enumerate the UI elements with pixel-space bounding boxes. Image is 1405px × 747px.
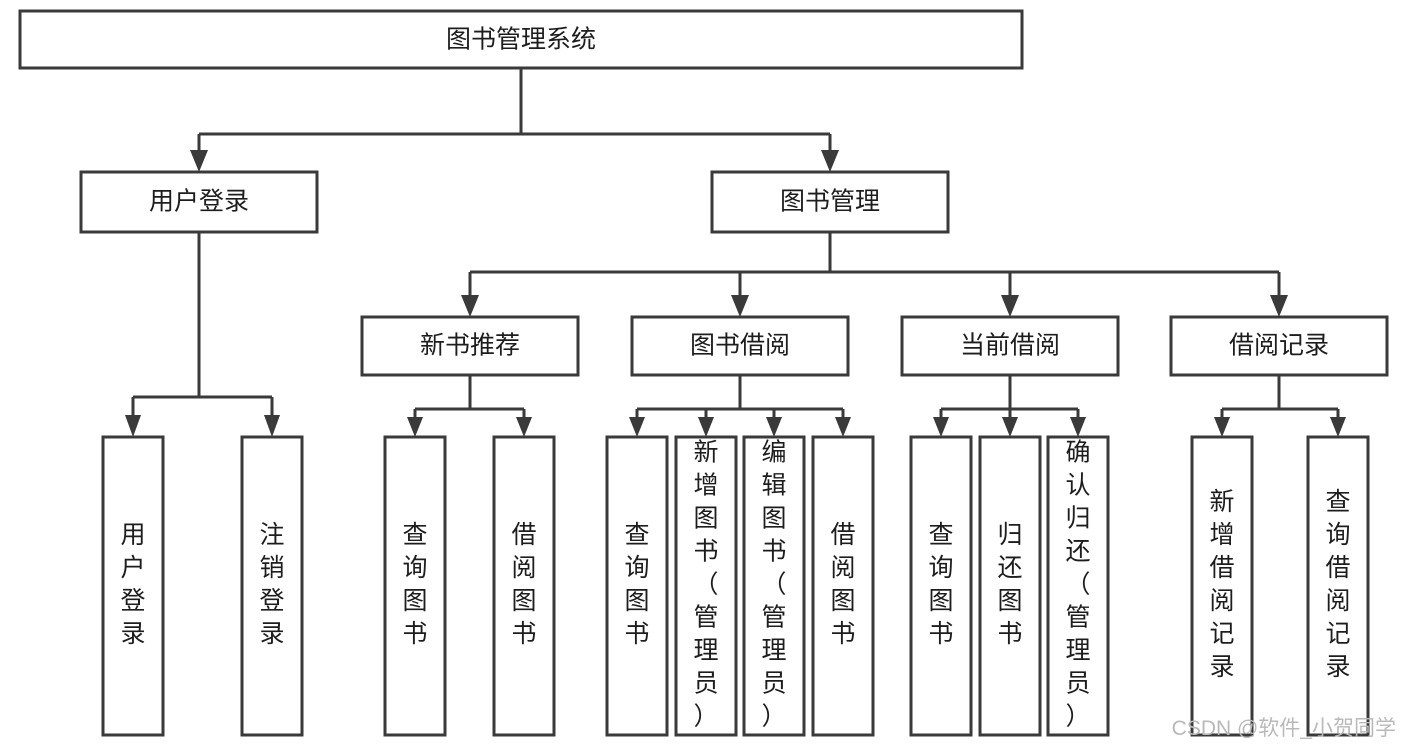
arrow-icon [1270, 295, 1288, 317]
node-box[interactable] [1190, 435, 1254, 737]
arrow-icon [461, 295, 479, 317]
connector-current-to-leaves [933, 375, 1086, 437]
arrow-icon [821, 150, 839, 172]
node-leaf-borrow-query[interactable]: 查询图书 [605, 435, 669, 737]
arrow-icon [933, 417, 949, 437]
connector-borrow-to-leaves [629, 375, 851, 437]
node-label-leaf: 查询图书 [624, 521, 649, 648]
node-label-leaf: 用户登录 [120, 521, 145, 648]
node-box[interactable] [360, 315, 580, 377]
arrow-icon [1001, 295, 1019, 317]
node-leaf-borrow-add[interactable]: 新增图书（管理员） [674, 435, 738, 737]
node-box[interactable] [630, 315, 850, 377]
connector-userlogin-to-leaves [125, 232, 280, 437]
node-borrow-record[interactable]: 借阅记录 [1169, 315, 1389, 377]
node-box[interactable] [710, 170, 950, 234]
connector-recommend-to-leaves [407, 375, 532, 437]
arrow-icon [190, 150, 208, 172]
node-label-leaf: 注销登录 [259, 521, 284, 648]
node-label-leaf: 归还图书 [997, 521, 1022, 648]
node-leaf-current-confirm[interactable]: 确认归还（管理员） [1046, 435, 1110, 737]
arrow-icon [1330, 417, 1346, 437]
node-leaf-recommend-borrow[interactable]: 借阅图书 [492, 435, 556, 737]
node-book-borrow[interactable]: 图书借阅 [630, 315, 850, 377]
node-user-login[interactable]: 用户登录 [79, 170, 319, 234]
node-leaf-user-login-logout[interactable]: 注销登录 [240, 435, 304, 737]
node-box[interactable] [1046, 435, 1110, 737]
node-label-book-management: 图书管理 [780, 188, 880, 216]
arrow-icon [835, 417, 851, 437]
arrow-icon [264, 415, 280, 437]
arrow-icon [407, 417, 423, 437]
node-label-leaf: 编辑图书（管理员） [761, 439, 786, 731]
node-box[interactable] [900, 315, 1120, 377]
node-label-new-book-recommend: 新书推荐 [420, 332, 520, 360]
node-current-borrow[interactable]: 当前借阅 [900, 315, 1120, 377]
node-box[interactable] [1306, 435, 1370, 737]
node-label-leaf: 确认归还（管理员） [1065, 439, 1090, 731]
node-label-leaf: 新增图书（管理员） [693, 439, 718, 731]
arrow-icon [516, 417, 532, 437]
node-box[interactable] [383, 435, 447, 737]
node-box[interactable] [18, 9, 1024, 70]
node-label-leaf: 查询图书 [402, 521, 427, 648]
connector-root-to-level2 [190, 68, 839, 172]
arrow-icon [766, 417, 782, 437]
arrow-icon [125, 415, 141, 437]
arrow-icon [629, 417, 645, 437]
node-box[interactable] [492, 435, 556, 737]
watermark-label: CSDN @软件_小贺同学 [1172, 717, 1396, 740]
connector-record-to-leaves [1214, 375, 1346, 437]
node-leaf-borrow-edit[interactable]: 编辑图书（管理员） [742, 435, 806, 737]
node-leaf-recommend-query[interactable]: 查询图书 [383, 435, 447, 737]
arrow-icon [1070, 417, 1086, 437]
node-box[interactable] [742, 435, 806, 737]
node-box[interactable] [79, 170, 319, 234]
node-label-borrow-record: 借阅记录 [1229, 332, 1329, 360]
node-box[interactable] [811, 435, 875, 737]
node-box[interactable] [909, 435, 973, 737]
node-label-user-login: 用户登录 [149, 188, 249, 216]
connector-books-to-level3 [461, 232, 1288, 317]
arrow-icon [1214, 417, 1230, 437]
node-leaf-current-return[interactable]: 归还图书 [978, 435, 1042, 737]
node-label-root: 图书管理系统 [446, 26, 596, 54]
node-box[interactable] [240, 435, 304, 737]
node-leaf-record-query[interactable]: 查询借阅记录 [1306, 435, 1370, 737]
node-leaf-current-query[interactable]: 查询图书 [909, 435, 973, 737]
node-box[interactable] [605, 435, 669, 737]
node-label-leaf: 借阅图书 [511, 521, 536, 648]
node-label-book-borrow: 图书借阅 [690, 332, 790, 360]
arrow-icon [1002, 417, 1018, 437]
node-new-book-recommend[interactable]: 新书推荐 [360, 315, 580, 377]
node-box[interactable] [978, 435, 1042, 737]
node-leaf-borrow-borrow[interactable]: 借阅图书 [811, 435, 875, 737]
node-label-leaf: 查询借阅记录 [1325, 488, 1350, 681]
node-label-leaf: 查询图书 [928, 521, 953, 648]
node-root[interactable]: 图书管理系统 [18, 9, 1024, 70]
arrow-icon [698, 417, 714, 437]
node-label-leaf: 借阅图书 [830, 521, 855, 648]
arrow-icon [731, 295, 749, 317]
node-leaf-record-add[interactable]: 新增借阅记录 [1190, 435, 1254, 737]
node-leaf-user-login-login[interactable]: 用户登录 [101, 435, 165, 737]
node-book-management[interactable]: 图书管理 [710, 170, 950, 234]
node-box[interactable] [674, 435, 738, 737]
node-label-current-borrow: 当前借阅 [960, 332, 1060, 360]
node-box[interactable] [101, 435, 165, 737]
node-box[interactable] [1169, 315, 1389, 377]
node-label-leaf: 新增借阅记录 [1209, 488, 1234, 681]
